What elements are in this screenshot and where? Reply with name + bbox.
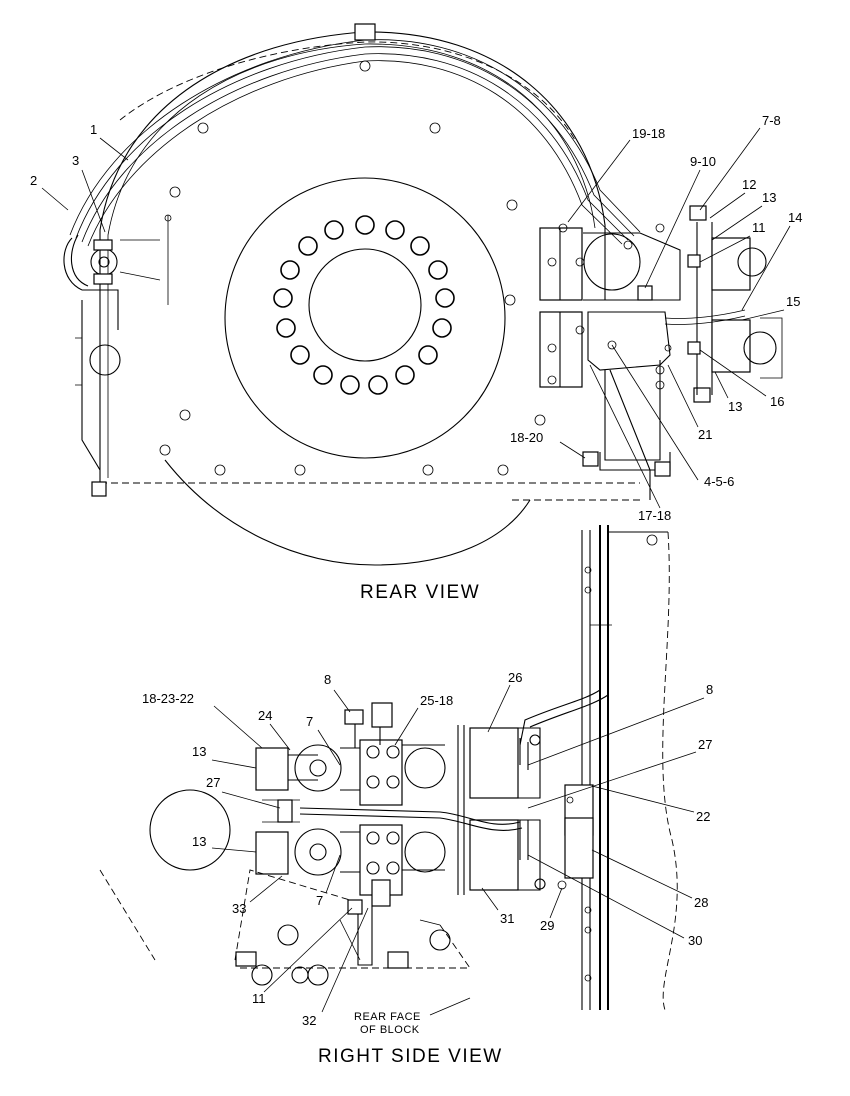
callout-16: 16	[770, 394, 784, 409]
rear-view-title: REAR VIEW	[360, 582, 480, 603]
callout-26: 26	[508, 670, 522, 685]
callout-13-bottom: 13	[192, 834, 206, 849]
side-callouts: 8 18-23-22 24 7 25-18 26 8 27 13 27 22 1…	[142, 670, 713, 1028]
callout-24: 24	[258, 708, 272, 723]
flywheel-housing-outline	[99, 31, 606, 482]
drum-assemblies	[457, 725, 546, 895]
rear-view: 1 2 3 19-18 7-8 9-10 12 13 11 14 15 16 1…	[30, 23, 802, 603]
callout-29: 29	[540, 918, 554, 933]
flywheel-hub	[308, 248, 422, 362]
callout-30: 30	[688, 933, 702, 948]
callout-27-right: 27	[698, 737, 712, 752]
right-side-view-title: RIGHT SIDE VIEW	[318, 1046, 503, 1067]
callout-32: 32	[302, 1013, 316, 1028]
side-rail	[581, 525, 678, 1011]
right-rail	[664, 222, 783, 395]
callout-33: 33	[232, 901, 246, 916]
callout-13b: 13	[728, 399, 742, 414]
callout-11: 11	[752, 220, 766, 235]
callout-14: 14	[788, 210, 802, 225]
flywheel-disc	[224, 177, 506, 459]
callout-13-top: 13	[192, 744, 206, 759]
callout-13a: 13	[762, 190, 776, 205]
callout-17-18: 17-18	[638, 508, 671, 523]
callout-18-23-22: 18-23-22	[142, 691, 194, 706]
callout-8-top: 8	[324, 672, 331, 687]
rear-callouts: 1 2 3 19-18 7-8 9-10 12 13 11 14 15 16 1…	[30, 113, 802, 523]
callout-18-20: 18-20	[510, 430, 543, 445]
pulley-circle	[149, 789, 231, 871]
right-mount-blocks	[539, 205, 711, 500]
valve-assemblies	[255, 744, 360, 876]
callout-31: 31	[500, 911, 514, 926]
tube-bundle-top	[69, 39, 641, 236]
callout-1: 1	[90, 122, 97, 137]
callout-3: 3	[72, 153, 79, 168]
callout-8-right: 8	[706, 682, 713, 697]
left-bracket	[75, 214, 172, 471]
callout-19-18: 19-18	[632, 126, 665, 141]
callout-7-8: 7-8	[762, 113, 781, 128]
callout-27-left: 27	[206, 775, 220, 790]
callout-9-10: 9-10	[690, 154, 716, 169]
callout-7-bottom: 7	[316, 893, 323, 908]
callout-11: 11	[252, 991, 266, 1006]
callout-28: 28	[694, 895, 708, 910]
flywheel-bolt-circle	[273, 215, 455, 395]
callout-22: 22	[696, 809, 710, 824]
rear-face-note-line2: OF BLOCK	[360, 1024, 420, 1036]
callout-7-top: 7	[306, 714, 313, 729]
callout-2: 2	[30, 173, 37, 188]
cross-tube	[299, 807, 521, 825]
callout-15: 15	[786, 294, 800, 309]
housing-bolts	[159, 60, 546, 476]
rear-face-note-line1: REAR FACE	[354, 1011, 421, 1023]
block-bolt-heads	[235, 924, 451, 986]
callout-12: 12	[742, 177, 756, 192]
right-side-view: 8 18-23-22 24 7 25-18 26 8 27 13 27 22 1…	[99, 525, 713, 1067]
callout-21: 21	[698, 427, 712, 442]
callout-4-5-6: 4-5-6	[704, 474, 734, 489]
callout-25-18: 25-18	[420, 693, 453, 708]
housing-lower-arc	[164, 459, 531, 566]
